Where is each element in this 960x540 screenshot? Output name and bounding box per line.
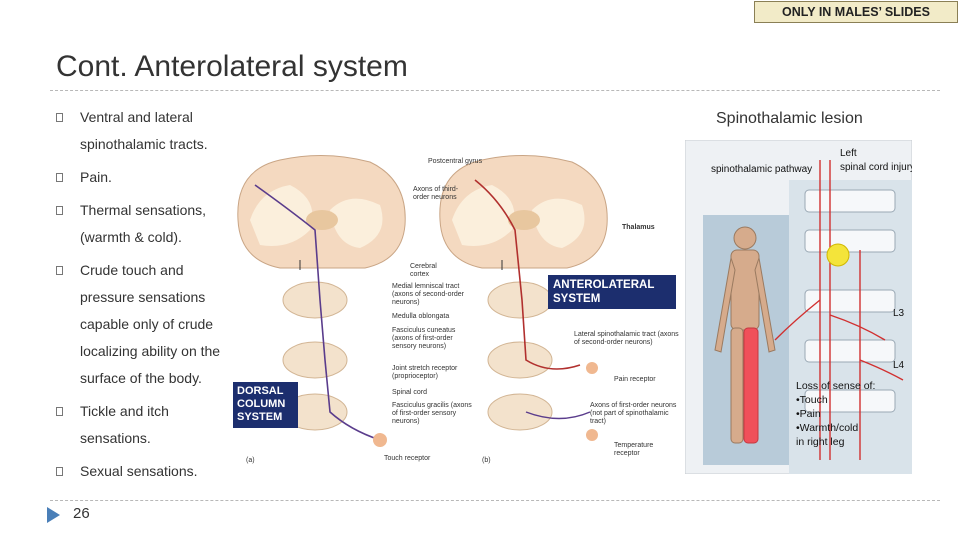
first-order-axon (525, 411, 591, 420)
label-panel-a: (a) (246, 457, 255, 464)
loss-item: •Warmth/cold (796, 422, 859, 434)
label-spinal-cord: Spinal cord (392, 389, 428, 396)
label-axons-first: Axons of first-order neurons (not part o… (590, 402, 677, 425)
label-touch-receptor: Touch receptor (384, 455, 431, 462)
bullet-text: Ventral and lateral spinothalamic tracts… (80, 109, 208, 152)
label-cerebral-cortex: Cerebral cortex (410, 263, 437, 278)
dorsal-column-pathway (254, 184, 381, 441)
loss-item: •Touch (796, 394, 828, 406)
bullet-item: Thermal sensations, (warmth & cold). (56, 197, 231, 251)
bullet-box-icon (56, 206, 63, 215)
label-fasc-cuneatus: Fasciculus cuneatus (axons of first-orde… (392, 327, 456, 350)
cord-segments (282, 281, 553, 431)
pathways-diagram (237, 155, 608, 447)
bullet-text: Tickle and itch sensations. (80, 403, 169, 446)
bullet-text: Thermal sensations, (warmth & cold). (80, 202, 207, 245)
bullet-box-icon (56, 467, 63, 476)
bullet-box-icon (56, 407, 63, 416)
anterolateral-box: ANTEROLATERAL SYSTEM (548, 275, 676, 309)
bullet-box-icon (56, 173, 63, 182)
slide-title: Cont. Anterolateral system (56, 50, 408, 83)
label-spinothalamic-pathway: spinothalamic pathway (711, 164, 813, 175)
bullet-text: Sexual sensations. (80, 463, 198, 479)
pain-receptor-icon (586, 362, 598, 374)
title-divider (50, 90, 940, 91)
play-arrow-icon (47, 507, 60, 523)
males-only-badge: ONLY IN MALES’ SLIDES (754, 1, 958, 23)
label-medial-lemniscal: Medial lemniscal tract (axons of second-… (392, 283, 464, 306)
spinothalamic-pathway-lines (774, 160, 904, 460)
human-figure (714, 226, 776, 444)
touch-receptor-icon (373, 433, 387, 447)
footer-divider (50, 500, 940, 501)
lesion-marker (826, 243, 850, 267)
bullet-box-icon (56, 113, 63, 122)
loss-item: •Pain (796, 408, 821, 420)
page-number: 26 (73, 505, 90, 522)
spinothalamic-lesion-diagram (685, 140, 912, 474)
label-panel-b: (b) (482, 457, 491, 464)
bullet-item: Pain. (56, 164, 231, 191)
label-medulla: Medulla oblongata (392, 313, 450, 320)
loss-of-sense-list: Loss of sense of: •Touch •Pain •Warmth/c… (796, 379, 875, 449)
bullet-item: Crude touch and pressure sensations capa… (56, 257, 231, 392)
bullet-text: Pain. (80, 169, 112, 185)
label-spinal-cord-injury: spinal cord injury (840, 162, 912, 173)
bullet-text: Crude touch and pressure sensations capa… (80, 262, 221, 386)
brain-section-b (439, 155, 608, 269)
bullet-item: Sexual sensations. (56, 458, 231, 485)
label-axons-third: Axons of third-order neurons (413, 186, 459, 201)
label-fasc-gracilis: Fasciculus gracilis (axons of first-orde… (392, 402, 472, 425)
anterolateral-pathway (474, 179, 581, 370)
bullet-item: Ventral and lateral spinothalamic tracts… (56, 104, 231, 158)
label-l3: L3 (893, 308, 905, 319)
temperature-receptor-icon (586, 429, 598, 441)
loss-title: Loss of sense of: (796, 380, 876, 392)
brain-section-a (237, 155, 406, 269)
bullet-box-icon (56, 266, 63, 275)
right-leg-highlight (743, 327, 759, 444)
bullet-item: Tickle and itch sensations. (56, 398, 231, 452)
bullet-list: Ventral and lateral spinothalamic tracts… (56, 104, 231, 485)
label-postcentral: Postcentral gyrus (428, 158, 483, 165)
loss-item: in right leg (796, 436, 845, 448)
label-l4: L4 (893, 360, 905, 371)
vertebrae (804, 189, 896, 413)
label-joint-stretch: Joint stretch receptor (proprioceptor) (392, 365, 458, 380)
lesion-figure-title: Spinothalamic lesion (716, 110, 863, 127)
dorsal-column-box: DORSAL COLUMN SYSTEM (233, 382, 298, 428)
label-temperature-receptor: Temperature receptor (614, 442, 654, 457)
label-left: Left (840, 148, 857, 159)
label-pain-receptor: Pain receptor (614, 376, 656, 383)
label-thalamus: Thalamus (622, 224, 655, 231)
label-lateral-spinothalamic: Lateral spinothalamic tract (axons of se… (574, 331, 679, 346)
